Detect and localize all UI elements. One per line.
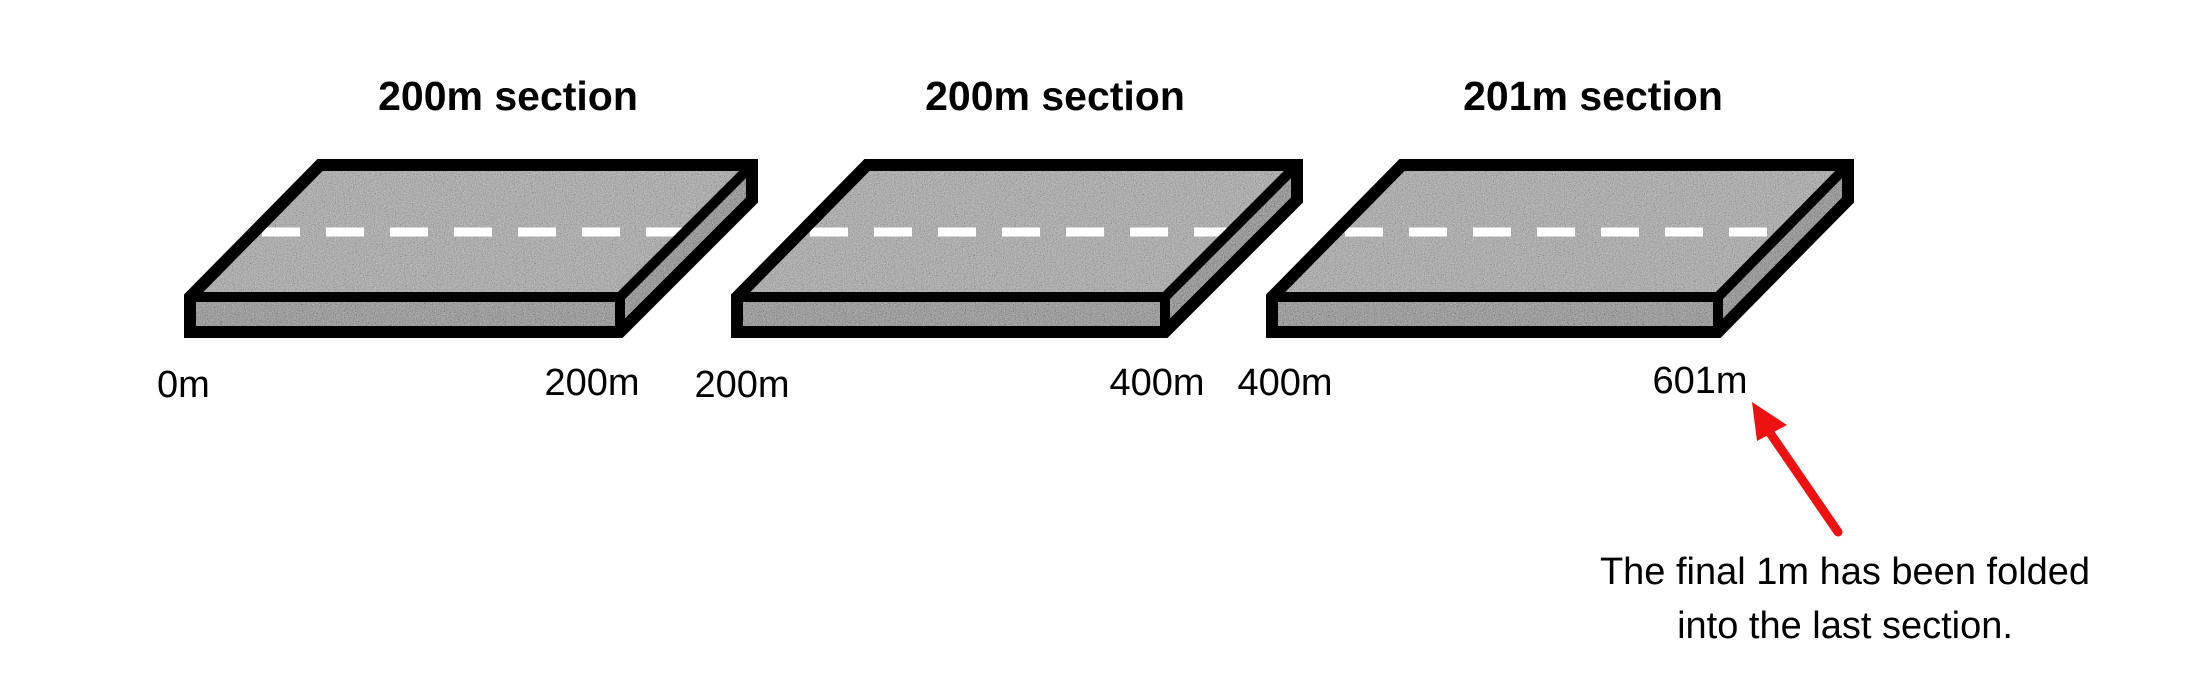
arrow-icon [1752,402,1838,532]
start-distance-label: 200m [694,364,789,406]
start-distance-label: 400m [1237,362,1332,404]
start-distance-label: 0m [157,364,210,406]
annotation: The final 1m has been folded into the la… [1600,402,2090,647]
road-slab [1272,165,1848,332]
road-slab [190,165,752,332]
road-slab [737,165,1297,332]
annotation-line-2: into the last section. [1677,605,2013,647]
annotation-line-1: The final 1m has been folded [1600,551,2090,593]
road-section-3: 201m section 400m 601m [1237,73,1848,404]
end-distance-label: 200m [544,362,639,404]
road-section-2: 200m section 200m 400m [694,73,1297,406]
section-title: 200m section [378,73,638,119]
end-distance-label: 400m [1109,362,1204,404]
road-section-1: 200m section 0m 200m [157,73,752,406]
section-title: 200m section [925,73,1185,119]
end-distance-label: 601m [1652,360,1747,402]
section-title: 201m section [1463,73,1723,119]
